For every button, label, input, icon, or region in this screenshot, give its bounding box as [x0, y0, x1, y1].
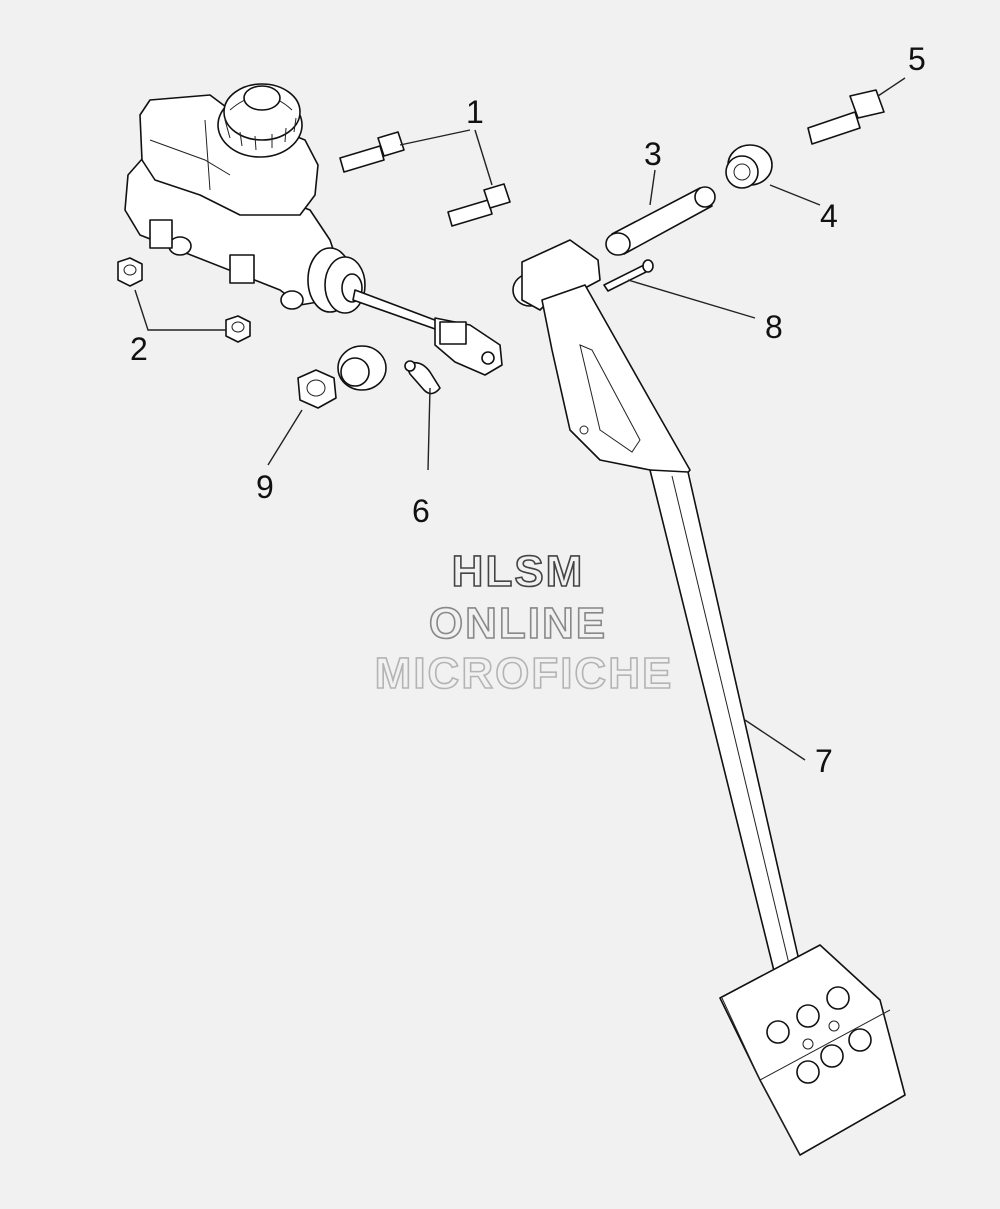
- flange-nut: [297, 369, 337, 409]
- callout-1: 1: [466, 94, 484, 130]
- bolt-lower-left: [447, 183, 511, 227]
- leader-lines: [134, 77, 906, 761]
- cotter-pin: [404, 360, 441, 395]
- callout-2: 2: [130, 331, 148, 367]
- callout-3: 3: [644, 136, 662, 172]
- clevis-pin: [603, 259, 654, 292]
- watermark: HLSM ONLINE MICROFICHE: [374, 546, 674, 699]
- nut-right: [225, 315, 251, 343]
- callout-7: 7: [815, 743, 833, 779]
- callout-9: 9: [256, 469, 274, 505]
- watermark-line-1: HLSM: [452, 547, 585, 596]
- nut-left: [117, 257, 143, 287]
- callout-8: 8: [765, 309, 783, 345]
- watermark-line-2: ONLINE: [429, 599, 607, 648]
- bolt-upper-left: [339, 131, 405, 173]
- bushing: [725, 144, 773, 189]
- bolt-right: [807, 89, 885, 145]
- callout-6: 6: [412, 493, 430, 529]
- spacer-washer: [337, 345, 387, 391]
- master-cylinder: [124, 83, 503, 376]
- brake-pedal: [512, 239, 906, 1156]
- watermark-line-3: MICROFICHE: [375, 649, 674, 698]
- pivot-sleeve: [605, 186, 716, 256]
- callout-5: 5: [908, 41, 926, 77]
- callout-4: 4: [820, 198, 838, 234]
